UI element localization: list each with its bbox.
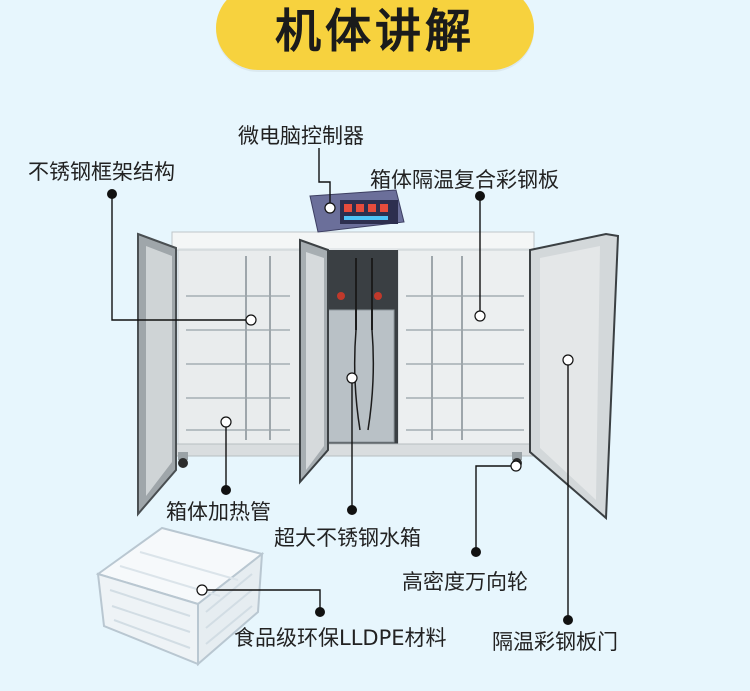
label-heating-tube: 箱体加热管: [166, 500, 271, 524]
label-caster: 高密度万向轮: [402, 570, 528, 594]
label-insulated-panel: 箱体隔温复合彩钢板: [370, 168, 559, 192]
callout-lines: [111, 148, 569, 620]
label-water-tank: 超大不锈钢水箱: [274, 526, 421, 550]
title-badge: [216, 0, 534, 70]
label-crate-material: 食品级环保LLDPE材料: [234, 626, 447, 650]
label-door: 隔温彩钢板门: [492, 630, 618, 654]
callout-dots: [107, 189, 574, 625]
right-compartment: [397, 249, 531, 447]
plastic-crate: [95, 526, 265, 667]
page-title: 机体讲解: [275, 4, 475, 58]
left-compartment: [177, 249, 301, 447]
controller-unit: [309, 189, 405, 233]
water-tank: [325, 309, 395, 443]
label-frame: 不锈钢框架结构: [28, 160, 175, 184]
label-controller: 微电脑控制器: [238, 124, 364, 148]
